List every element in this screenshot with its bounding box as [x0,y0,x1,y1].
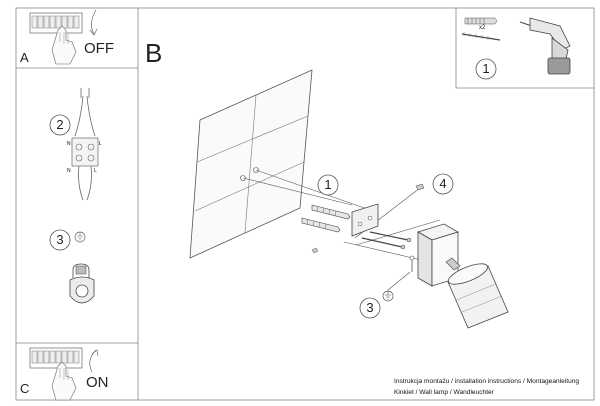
screws-and-dowels-icon [461,17,501,41]
footer-product-line: Kinkiet / Wall lamp / Wandleuchter [394,389,494,396]
footer-instructions-line: Instrukcja montażu / installation instru… [394,378,580,385]
panel-a-letter: A [20,50,29,65]
step-circle-ground [49,229,71,251]
step-number-tools: 1 [482,61,490,76]
wall-lamp-body [409,223,509,329]
step-number-dowels: 1 [324,177,332,192]
step-number-wiring: 2 [56,117,64,132]
step-circle-dowels [317,174,339,196]
terminal-mark-n-top: N [67,141,71,147]
step-number-ground-main: 3 [366,300,374,315]
step-circle-wiring [49,114,71,136]
panel-b-letter: B [145,38,163,68]
step-circle-ground-main [359,297,381,319]
terminal-mark-n-bottom: N [67,168,71,174]
ground-lug-illustration [69,231,95,304]
wall-dowels [301,204,351,233]
quantity-multiplier: x2 [479,25,486,31]
panel-c-letter: C [20,381,30,396]
drill-icon [519,17,571,75]
fixing-screws [311,183,425,254]
wall-tile-grid [189,69,313,259]
terminal-mark-l-top: L [99,141,102,147]
outer-frame [15,7,595,401]
breaker-panel-off-illustration [29,9,98,65]
step-number-ground: 3 [56,232,64,247]
step-circle-screw [432,173,454,195]
terminal-block-illustration [71,88,99,201]
power-off-label: OFF [84,40,114,57]
terminal-mark-l-bottom: L [94,168,97,174]
tools-box [455,8,594,89]
step-number-screw: 4 [439,176,447,191]
mounting-bracket [351,203,379,237]
ground-symbol-icon [382,271,411,302]
power-on-label: ON [86,374,109,391]
step-circle-tools [475,58,497,80]
breaker-panel-on-illustration [29,347,99,401]
